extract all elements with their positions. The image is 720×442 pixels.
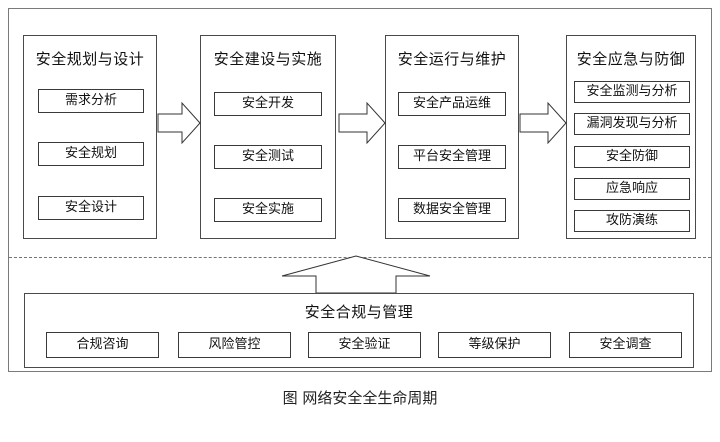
phase-item: 需求分析 bbox=[38, 89, 144, 113]
phase-item: 安全实施 bbox=[214, 198, 322, 222]
phase-emergency-defense: 安全应急与防御 安全监测与分析 漏洞发现与分析 安全防御 应急响应 攻防演练 bbox=[566, 35, 696, 239]
phase-item: 漏洞发现与分析 bbox=[574, 113, 690, 135]
phase-item: 数据安全管理 bbox=[398, 198, 506, 222]
phase-title: 安全应急与防御 bbox=[576, 50, 686, 68]
compliance-management-box: 安全合规与管理 合规咨询 风险管控 安全验证 等级保护 安全调查 bbox=[24, 293, 694, 368]
phase-item: 安全开发 bbox=[214, 92, 322, 116]
compliance-title: 安全合规与管理 bbox=[304, 303, 414, 321]
right-arrow-icon bbox=[519, 101, 567, 145]
phase-item: 攻防演练 bbox=[574, 210, 690, 232]
right-arrow-icon bbox=[157, 101, 201, 145]
phase-build-implement: 安全建设与实施 安全开发 安全测试 安全实施 bbox=[200, 35, 336, 239]
phase-title: 安全规划与设计 bbox=[35, 50, 145, 68]
phase-item: 平台安全管理 bbox=[398, 145, 506, 169]
phase-operation-maintenance: 安全运行与维护 安全产品运维 平台安全管理 数据安全管理 bbox=[385, 35, 519, 239]
phase-item: 安全测试 bbox=[214, 145, 322, 169]
figure-caption: 图 网络安全全生命周期 bbox=[282, 389, 438, 407]
phase-item: 安全规划 bbox=[38, 142, 144, 166]
phase-title: 安全运行与维护 bbox=[397, 50, 507, 68]
phase-item: 应急响应 bbox=[574, 178, 690, 200]
compliance-item: 安全调查 bbox=[569, 332, 682, 358]
phase-item: 安全防御 bbox=[574, 146, 690, 168]
phase-item: 安全监测与分析 bbox=[574, 81, 690, 103]
compliance-item: 等级保护 bbox=[438, 332, 551, 358]
phase-item: 安全设计 bbox=[38, 196, 144, 220]
phase-title: 安全建设与实施 bbox=[213, 50, 323, 68]
up-arrow-icon bbox=[281, 255, 431, 294]
compliance-item: 安全验证 bbox=[308, 332, 421, 358]
compliance-item: 合规咨询 bbox=[46, 332, 159, 358]
phase-planning-design: 安全规划与设计 需求分析 安全规划 安全设计 bbox=[23, 35, 157, 239]
right-arrow-icon bbox=[338, 101, 386, 145]
phase-item: 安全产品运维 bbox=[398, 92, 506, 116]
compliance-item: 风险管控 bbox=[178, 332, 291, 358]
outer-frame bbox=[8, 8, 712, 372]
